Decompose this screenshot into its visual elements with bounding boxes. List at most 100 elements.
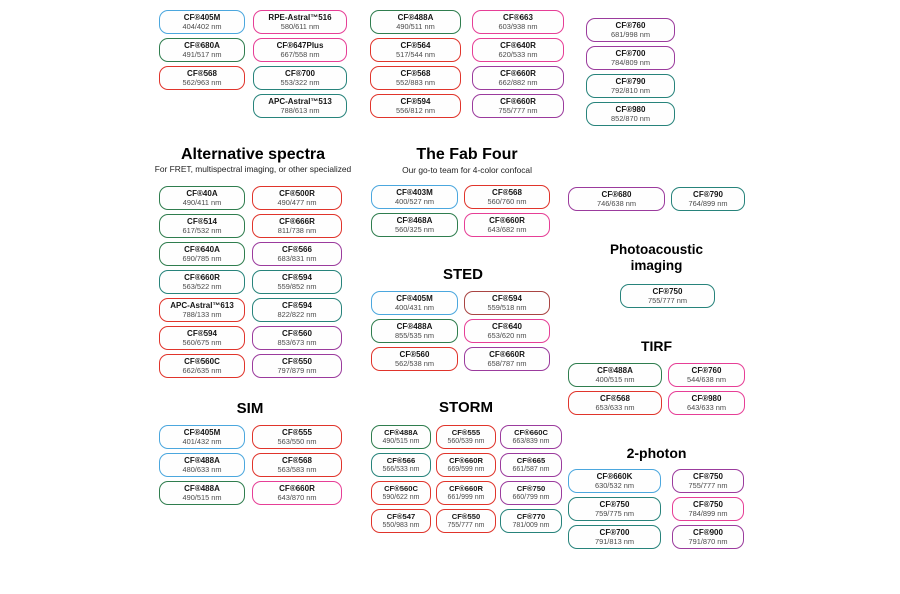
dye-wavelengths: 562/538 nm [394,358,435,368]
dye-name: CF®566 [386,456,416,466]
dye-name: CF®665 [516,456,546,466]
dye-wavelengths: 617/532 nm [182,225,222,235]
dye-wavelengths: 556/812 nm [395,105,436,115]
dye-wavelengths: 643/682 nm [487,224,527,234]
dye-name: CF®564 [400,40,431,50]
dye-wavelengths: 755/777 nm [647,295,688,305]
dye-wavelengths: 401/432 nm [182,436,222,446]
dye-wavelengths: 590/622 nm [382,493,420,501]
dye-name: CF®660R [184,272,220,282]
dye-wavelengths: 490/511 nm [396,21,435,31]
dye-wavelengths: 563/550 nm [277,436,317,446]
dye-wavelengths: 667/558 nm [280,49,320,59]
dye-name: CF®566 [282,244,312,254]
dye-name: CF®405M [396,293,433,303]
dye-name: CF®488A [184,455,220,465]
dye-wavelengths: 755/777 nm [447,521,485,529]
section-title-alternative-spectra: Alternative spectra [180,146,326,163]
dye-name: CF®488A [597,365,633,375]
dye-wavelengths: 822/822 nm [277,309,317,319]
dye-wavelengths: 550/983 nm [382,521,420,529]
dye-name: CF®550 [451,512,481,522]
dye-wavelengths: 480/633 nm [182,464,222,474]
dye-name: CF®568 [187,68,217,78]
photoacoustic-title-line2: imaging [630,257,683,273]
dye-wavelengths: 755/777 nm [498,105,538,115]
dye-wavelengths: 562/963 nm [182,77,222,87]
dye-wavelengths: 560/539 nm [447,437,485,445]
dye-wavelengths: 566/533 nm [382,465,420,473]
dye-name: CF®660R [449,484,483,494]
dye-name: CF®594 [282,272,312,282]
dye-wavelengths: 559/852 nm [277,281,317,291]
dye-name: CF®488A [184,483,220,493]
dye-name: CF®700 [285,68,315,78]
dye-name: CF®405M [183,12,221,22]
section-title-fab-four: The Fab Four [416,146,518,163]
dye-name: CF®750 [693,471,723,481]
dye-wavelengths: 661/587 nm [512,465,550,473]
dye-wavelengths: 553/322 nm [280,77,320,87]
dye-wavelengths: 784/899 nm [688,508,728,518]
dye-wavelengths: 797/879 nm [277,365,317,375]
dye-name: CF®680A [184,40,220,50]
dye-wavelengths: 560/760 nm [487,196,527,206]
dye-wavelengths: 788/133 nm [182,309,222,319]
dye-name: CF®666R [279,216,315,226]
dye-name: CF®660K [596,471,633,481]
dye-name: CF®750 [599,499,630,509]
dye-wavelengths: 517/544 nm [395,49,436,59]
dye-name: CF®594 [492,293,522,303]
dye-wavelengths: 852/870 nm [610,113,651,123]
dye-name: CF®647Plus [276,40,324,50]
dye-wavelengths: 791/813 nm [594,536,635,546]
dye-name: CF®750 [652,286,683,296]
dye-name: CF®568 [282,455,312,465]
dye-name: CF®640 [492,321,522,331]
dye-wavelengths: 643/633 nm [686,402,727,412]
dye-wavelengths: 630/532 nm [594,480,635,490]
dye-wavelengths: 620/533 nm [498,49,538,59]
dye-name: CF®594 [187,328,217,338]
dye-wavelengths: 661/999 nm [447,493,485,501]
dye-wavelengths: 490/515 nm [382,437,420,445]
dye-wavelengths: 400/527 nm [394,196,435,206]
dye-name: CF®760 [691,365,722,375]
dye-wavelengths: 400/431 nm [394,302,435,312]
